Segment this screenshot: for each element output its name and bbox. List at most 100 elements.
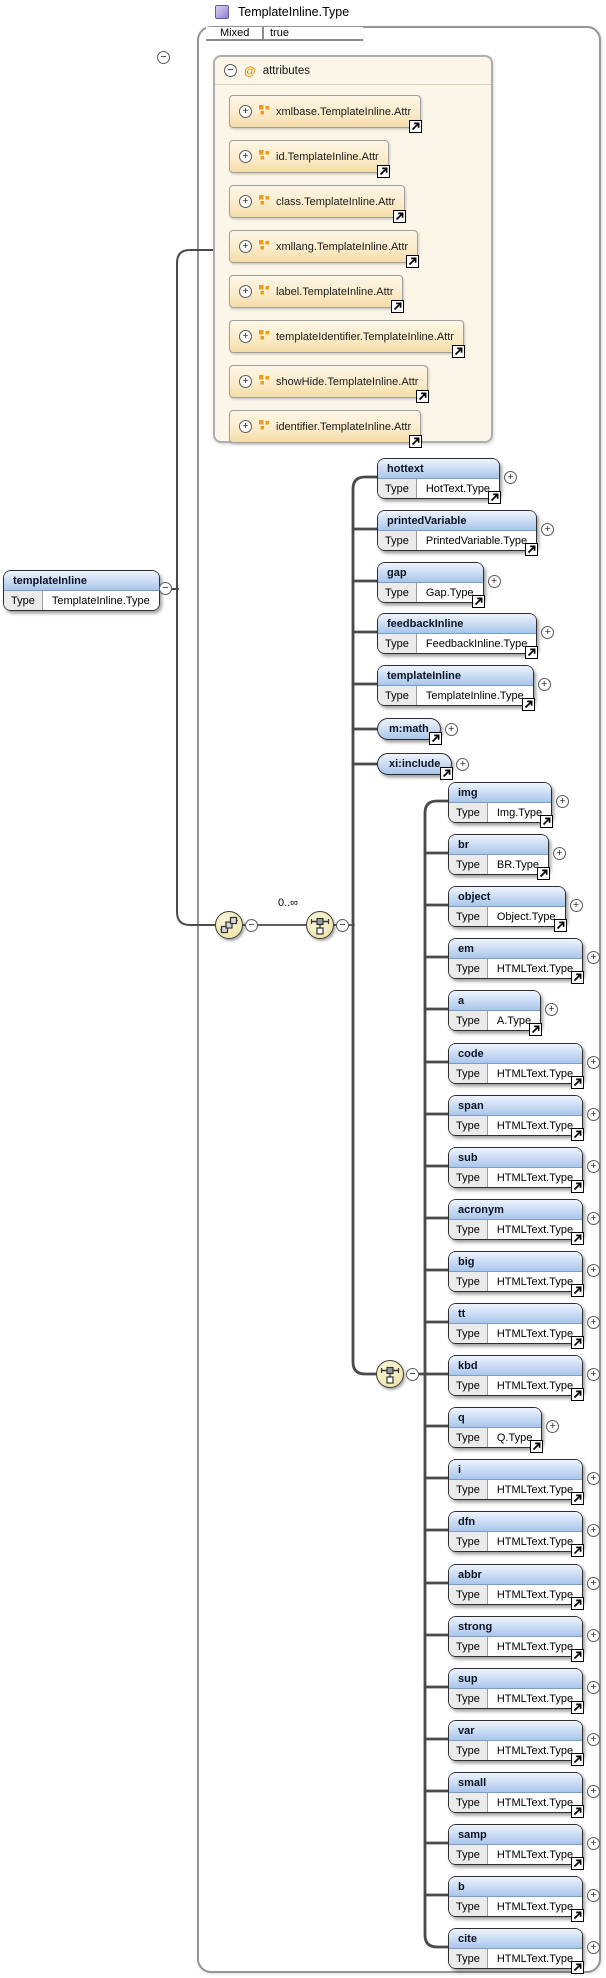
expand-icon[interactable]: + [587, 1941, 601, 1954]
expand-icon[interactable]: + [487, 575, 501, 588]
expand-icon[interactable]: + [546, 1420, 560, 1433]
navigate-to-definition-icon[interactable] [376, 165, 390, 178]
choice-compositor[interactable] [306, 911, 334, 939]
collapse-icon[interactable]: − [336, 918, 349, 932]
expand-icon[interactable]: + [587, 1472, 601, 1485]
navigate-to-definition-icon[interactable] [471, 595, 485, 608]
collapse-icon[interactable]: − [245, 918, 258, 932]
attribute-xmllang[interactable]: +xmllang.TemplateInline.Attr [229, 230, 420, 268]
navigate-to-definition-icon[interactable] [529, 1023, 543, 1036]
expand-icon[interactable]: + [587, 1108, 601, 1121]
navigate-to-definition-icon[interactable] [571, 1180, 585, 1193]
expand-icon[interactable]: + [587, 1264, 601, 1277]
expand-icon[interactable]: + [239, 375, 252, 388]
expand-icon[interactable]: + [504, 471, 518, 484]
navigate-to-definition-icon[interactable] [416, 390, 430, 403]
expand-icon[interactable]: + [545, 1003, 559, 1016]
navigate-to-definition-icon[interactable] [525, 543, 539, 556]
navigate-to-definition-icon[interactable] [571, 1232, 585, 1245]
navigate-to-definition-icon[interactable] [537, 867, 551, 880]
element-m:math[interactable]: m:math+ [377, 718, 458, 745]
expand-icon[interactable]: + [553, 847, 567, 860]
attribute-id[interactable]: +id.TemplateInline.Attr [229, 140, 390, 178]
expand-icon[interactable]: + [587, 1837, 601, 1850]
navigate-to-definition-icon[interactable] [571, 1909, 585, 1922]
navigate-to-definition-icon[interactable] [553, 919, 567, 932]
navigate-to-definition-icon[interactable] [571, 1492, 585, 1505]
expand-icon[interactable]: + [239, 195, 252, 208]
expand-icon[interactable]: + [456, 758, 470, 771]
expand-icon[interactable]: + [444, 723, 458, 736]
navigate-to-definition-icon[interactable] [571, 1701, 585, 1714]
sequence-compositor[interactable] [215, 911, 243, 939]
navigate-to-definition-icon[interactable] [571, 1544, 585, 1557]
attribute-label[interactable]: +label.TemplateInline.Attr [229, 275, 405, 313]
expand-icon[interactable]: + [587, 1160, 601, 1173]
navigate-to-definition-icon[interactable] [540, 815, 554, 828]
element-xi:include[interactable]: xi:include+ [377, 753, 470, 780]
expand-icon[interactable]: + [556, 795, 570, 808]
navigate-to-definition-icon[interactable] [571, 1076, 585, 1089]
expand-icon[interactable]: + [239, 420, 252, 433]
expand-icon[interactable]: + [537, 678, 551, 691]
navigate-to-definition-icon[interactable] [571, 1805, 585, 1818]
attribute-showHide[interactable]: +showHide.TemplateInline.Attr [229, 365, 430, 403]
attributes-group[interactable]: − @ attributes +xmlbase.TemplateInline.A… [213, 55, 493, 448]
attribute-xmlbase[interactable]: +xmlbase.TemplateInline.Attr [229, 95, 423, 133]
navigate-to-definition-icon[interactable] [451, 345, 465, 358]
navigate-to-definition-icon[interactable] [571, 1961, 585, 1974]
expand-icon[interactable]: + [569, 899, 583, 912]
navigate-to-definition-icon[interactable] [571, 1336, 585, 1349]
expand-icon[interactable]: + [239, 150, 252, 163]
navigate-to-definition-icon[interactable] [428, 732, 442, 745]
collapse-icon[interactable]: − [159, 582, 172, 595]
expand-icon[interactable]: + [239, 105, 252, 118]
navigate-to-definition-icon[interactable] [521, 698, 535, 711]
expand-icon[interactable]: + [239, 330, 252, 343]
navigate-to-definition-icon[interactable] [571, 1597, 585, 1610]
expand-icon[interactable]: + [239, 285, 252, 298]
navigate-to-definition-icon[interactable] [571, 1284, 585, 1297]
expand-icon[interactable]: + [587, 951, 601, 964]
navigate-to-definition-icon[interactable] [393, 210, 407, 223]
navigate-to-definition-icon[interactable] [571, 1753, 585, 1766]
navigate-to-definition-icon[interactable] [530, 1440, 544, 1453]
expand-icon[interactable]: + [587, 1681, 601, 1694]
attribute-class[interactable]: +class.TemplateInline.Attr [229, 185, 407, 223]
navigate-to-definition-icon[interactable] [571, 1128, 585, 1141]
expand-icon[interactable]: + [587, 1368, 601, 1381]
choice-compositor-nested[interactable] [376, 1360, 404, 1388]
navigate-to-definition-icon[interactable] [409, 435, 423, 448]
navigate-to-definition-icon[interactable] [409, 120, 423, 133]
attribute-templateIdentifier[interactable]: +templateIdentifier.TemplateInline.Attr [229, 320, 465, 358]
collapse-icon[interactable]: − [224, 64, 237, 77]
navigate-to-definition-icon[interactable] [488, 491, 502, 504]
navigate-to-definition-icon[interactable] [525, 646, 539, 659]
navigate-to-definition-icon[interactable] [391, 300, 405, 313]
attribute-identifier[interactable]: +identifier.TemplateInline.Attr [229, 410, 423, 448]
expand-icon[interactable]: + [587, 1577, 601, 1590]
navigate-to-definition-icon[interactable] [571, 971, 585, 984]
